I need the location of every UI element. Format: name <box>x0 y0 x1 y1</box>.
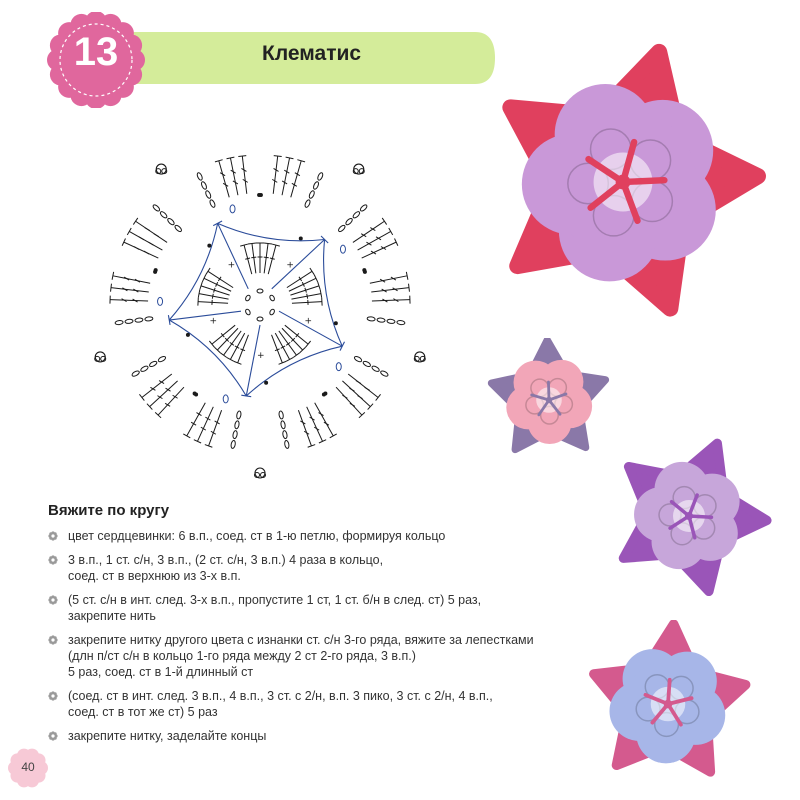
flower-bullet-icon <box>48 555 58 565</box>
svg-text:+: + <box>286 261 294 271</box>
pattern-number: 13 <box>73 30 119 74</box>
page-number-flower-icon <box>8 748 48 788</box>
step-line: соед. ст в тот же ст) 5 раз <box>68 705 218 719</box>
svg-text:+: + <box>305 316 313 326</box>
step-line: цвет сердцевинки: 6 в.п., соед. ст в 1-ю… <box>68 529 446 543</box>
flower-bullet-icon <box>48 691 58 701</box>
svg-text:+: + <box>209 316 217 326</box>
step-line: 5 раз, соед. ст в 1-й длинный ст <box>68 665 254 679</box>
list-item: (соед. ст в инт. след. 3 в.п., 4 в.п., 3… <box>48 688 588 720</box>
step-line: закрепите нитку, заделайте концы <box>68 729 267 743</box>
step-line: 3 в.п., 1 ст. с/н, 3 в.п., (2 ст. с/н, 3… <box>68 553 384 567</box>
list-item: (5 ст. с/н в инт. след. 3-х в.п., пропус… <box>48 592 588 624</box>
flower-bullet-icon <box>48 595 58 605</box>
steps-list: цвет сердцевинки: 6 в.п., соед. ст в 1-ю… <box>48 528 588 752</box>
page-title: Клематис <box>262 42 362 65</box>
step-line: закрепите нить <box>68 609 156 623</box>
flower-bullet-icon <box>48 531 58 541</box>
section-title: Вяжите по кругу <box>48 502 170 519</box>
number-badge <box>47 12 145 108</box>
flower-bullet-icon <box>48 635 58 645</box>
step-line: (соед. ст в инт. след. 3 в.п., 4 в.п., 3… <box>68 689 493 703</box>
flower-photo-red <box>502 43 766 317</box>
step-line: (5 ст. с/н в инт. след. 3-х в.п., пропус… <box>68 593 482 607</box>
flower-photo-purple <box>618 438 772 596</box>
list-item: закрепите нитку, заделайте концы <box>48 728 588 744</box>
step-line: (длн п/ст с/н в кольцо 1-го ряда между 2… <box>68 649 416 663</box>
list-item: цвет сердцевинки: 6 в.п., соед. ст в 1-ю… <box>48 528 588 544</box>
page-number: 40 <box>21 760 35 774</box>
list-item: закрепите нитку другого цвета с изнанки … <box>48 632 588 680</box>
step-line: закрепите нитку другого цвета с изнанки … <box>68 633 534 647</box>
flower-photo-grey-pink <box>487 338 610 454</box>
crochet-diagram: + + + + + <box>94 155 426 479</box>
header-band <box>95 32 495 84</box>
list-item: 3 в.п., 1 ст. с/н, 3 в.п., (2 ст. с/н, 3… <box>48 552 588 584</box>
svg-text:+: + <box>257 351 265 361</box>
flower-photo-pink-blue <box>589 620 751 777</box>
svg-text:+: + <box>228 261 236 271</box>
flower-bullet-icon <box>48 731 58 741</box>
step-line: соед. ст в верхнюю из 3-х в.п. <box>68 569 241 583</box>
